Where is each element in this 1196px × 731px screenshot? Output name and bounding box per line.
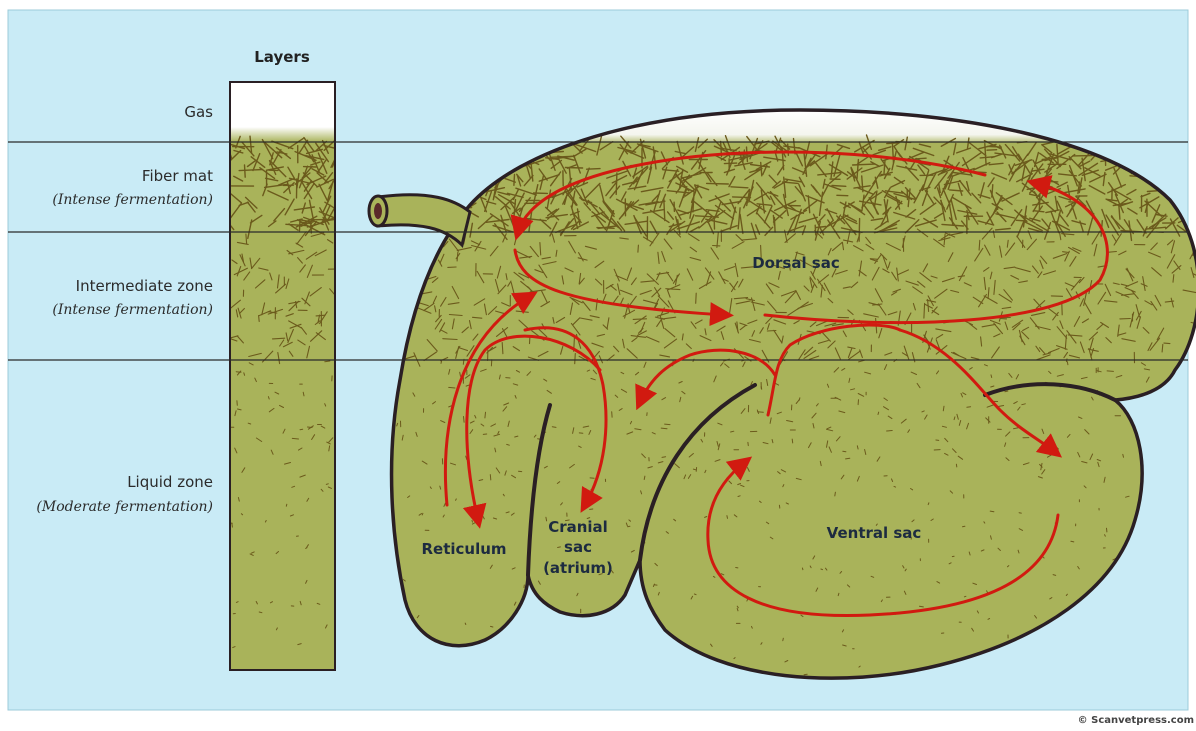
layer-intermediate-label: Intermediate zone xyxy=(76,277,213,295)
dorsal-sac-label: Dorsal sac xyxy=(752,254,840,272)
layer-liquid-label: Liquid zone xyxy=(127,473,213,491)
layers-column xyxy=(225,82,340,674)
layer-gas-label: Gas xyxy=(184,103,213,121)
layers-title: Layers xyxy=(254,48,310,66)
layer-liquid-note: (Moderate fermentation) xyxy=(36,499,213,515)
cranial-sac-label-1: Cranial xyxy=(548,518,608,536)
ventral-sac-label: Ventral sac xyxy=(827,524,922,542)
rumen xyxy=(376,110,1196,680)
cranial-sac-label-2: sac xyxy=(564,538,592,556)
layer-fiber-mat-note: (Intense fermentation) xyxy=(52,192,213,208)
copyright-credit: © Scanvetpress.com xyxy=(1078,715,1194,726)
cranial-sac-label-3: (atrium) xyxy=(543,559,613,577)
layer-intermediate-note: (Intense fermentation) xyxy=(52,302,213,318)
layer-fiber-mat-label: Fiber mat xyxy=(142,167,213,185)
reticulum-label: Reticulum xyxy=(421,540,506,558)
